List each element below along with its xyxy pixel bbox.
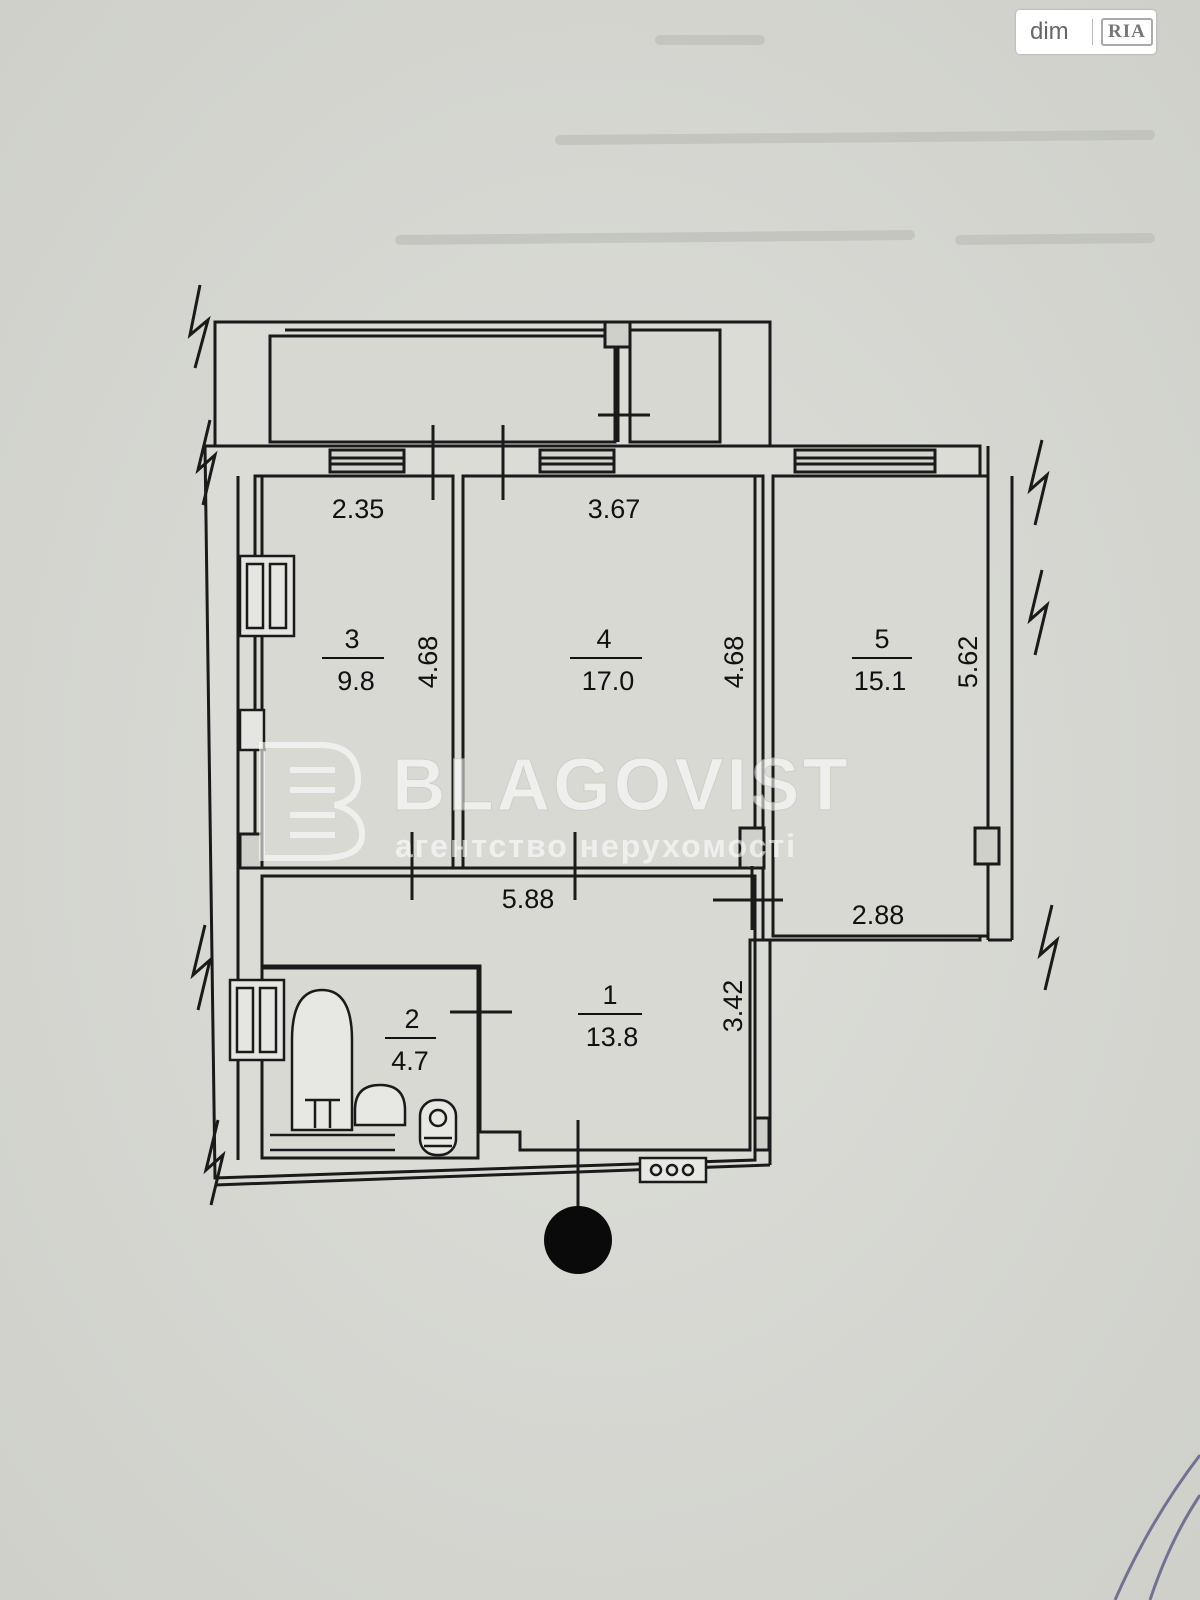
room-2-area: 4.7	[391, 1046, 429, 1076]
hall-depth-label: 3.42	[718, 980, 748, 1033]
stamp-fragment	[1113, 1454, 1200, 1600]
entrance-marker-icon	[544, 1206, 612, 1274]
room-4-area: 17.0	[582, 666, 635, 696]
stove-icon	[638, 1156, 708, 1184]
room-1-number: 1	[602, 980, 617, 1010]
bleed-through-lines	[395, 35, 1155, 245]
room-3-depth-label: 4.68	[413, 636, 443, 689]
walls	[203, 320, 1014, 1187]
watermark-subtitle: агентство нерухомості	[395, 828, 797, 864]
room-1-area: 13.8	[586, 1022, 639, 1052]
agency-watermark: BLAGOVIST агентство нерухомості	[259, 742, 851, 864]
room-3-width-label: 2.35	[332, 494, 385, 524]
bathtub-icon	[290, 988, 354, 1132]
door-tick	[410, 413, 783, 1210]
room-5-area: 15.1	[854, 666, 907, 696]
room-5-depth-label: 5.62	[953, 636, 983, 689]
badge-divider	[1092, 19, 1093, 45]
room-3-number: 3	[344, 624, 359, 654]
room-5-width-label: 2.88	[852, 900, 905, 930]
sink-icon	[270, 1083, 407, 1152]
room-2-number: 2	[404, 1004, 419, 1034]
badge-ria-logo: RIA	[1101, 18, 1153, 46]
watermark-brand: BLAGOVIST	[392, 743, 851, 826]
badge-dim-label: dim	[1030, 18, 1069, 45]
room-4-number: 4	[596, 624, 611, 654]
room-4-width-label: 3.67	[588, 494, 641, 524]
dim-ria-badge[interactable]: dim RIA	[1016, 10, 1156, 54]
hall-width-label: 5.88	[502, 884, 555, 914]
room-4-depth-label: 4.68	[719, 636, 749, 689]
room-3-area: 9.8	[337, 666, 375, 696]
wall-break-mark	[187, 284, 1060, 1206]
room-5-number: 5	[874, 624, 889, 654]
toilet-icon	[418, 1098, 458, 1157]
radiator-icon	[228, 554, 296, 1062]
